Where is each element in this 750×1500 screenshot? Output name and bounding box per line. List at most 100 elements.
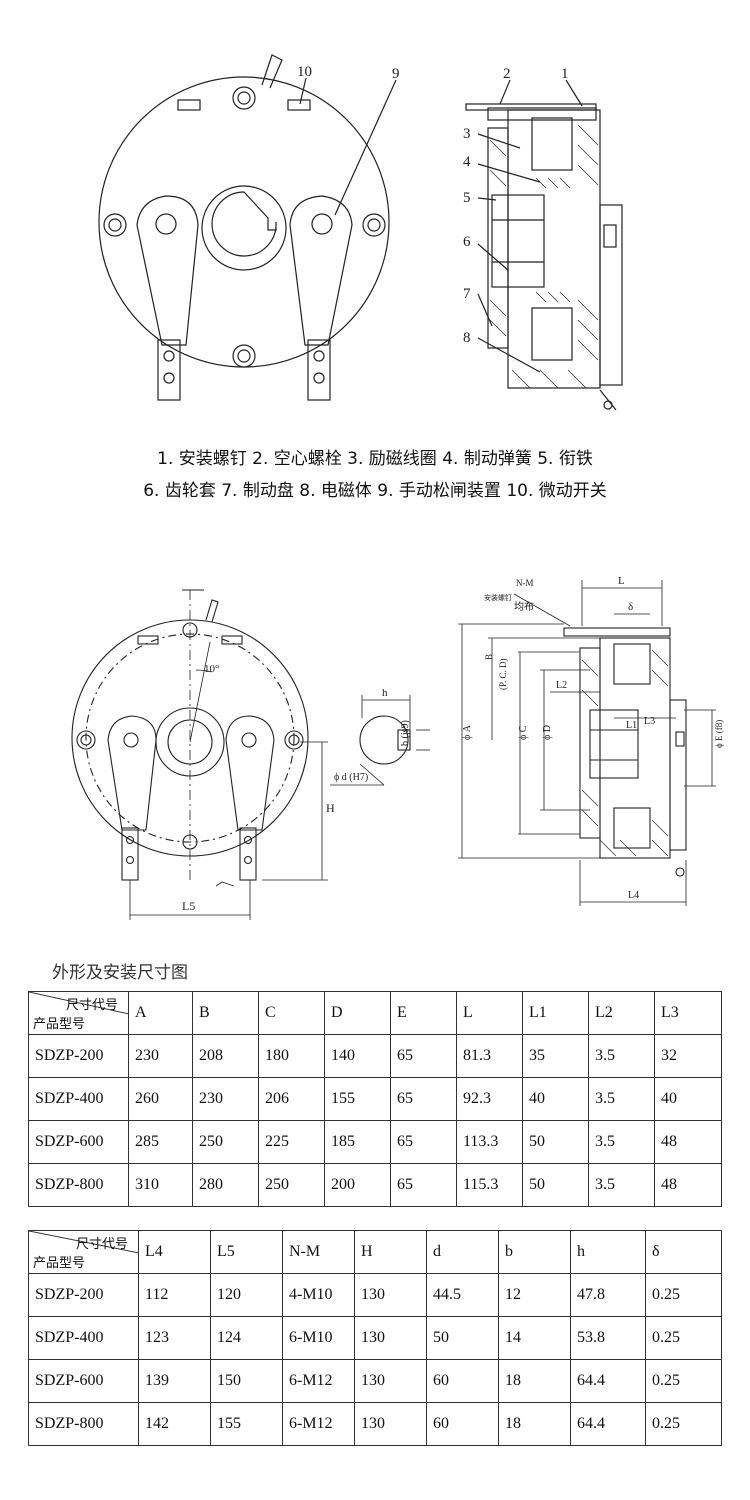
- table-cell: 180: [258, 1034, 325, 1078]
- table-cell: 140: [324, 1034, 391, 1078]
- callout-4: 4: [463, 154, 471, 170]
- phiE-label: ϕ E (f8): [714, 720, 724, 748]
- column-header: L1: [522, 991, 589, 1035]
- table-row: SDZP-400 260 230 206 155 65 92.3 40 3.5 …: [28, 1077, 722, 1121]
- column-header: N-M: [282, 1230, 355, 1274]
- callout-8: 8: [463, 330, 471, 346]
- key-b-label: b (js9): [400, 720, 411, 746]
- table-cell: 18: [498, 1402, 571, 1446]
- header-dimension-code: 尺寸代号: [65, 998, 118, 1013]
- table-cell: 14: [498, 1316, 571, 1360]
- table-cell: 142: [138, 1402, 211, 1446]
- model-cell: SDZP-800: [28, 1402, 139, 1446]
- table-row: SDZP-200 230 208 180 140 65 81.3 35 3.5 …: [28, 1034, 722, 1078]
- table-cell: 40: [522, 1077, 589, 1121]
- table-cell: 206: [258, 1077, 325, 1121]
- callout-2: 2: [503, 66, 511, 82]
- model-cell: SDZP-400: [28, 1316, 139, 1360]
- table-cell: 92.3: [456, 1077, 523, 1121]
- table-cell: 150: [210, 1359, 283, 1403]
- table-header-row: 尺寸代号 产品型号 A B C D E L L1 L2 L3: [28, 991, 722, 1035]
- phiA-label: ϕ A: [462, 724, 473, 740]
- nm-even-label: 均布: [514, 601, 534, 613]
- table-cell: 50: [522, 1163, 589, 1207]
- table-cell: 64.4: [570, 1402, 646, 1446]
- table-cell: 208: [192, 1034, 259, 1078]
- header-product-model: 产品型号: [33, 1256, 86, 1271]
- table-header-row: 尺寸代号 产品型号 L4 L5 N-M H d b h δ: [28, 1230, 722, 1274]
- callout-9: 9: [392, 66, 400, 82]
- model-cell: SDZP-200: [28, 1273, 139, 1317]
- L2-label: L2: [556, 680, 567, 691]
- table-cell: 130: [354, 1316, 427, 1360]
- model-cell: SDZP-600: [28, 1120, 129, 1164]
- table-cell: 35: [522, 1034, 589, 1078]
- header-diagonal-cell: 尺寸代号 产品型号: [28, 1230, 139, 1274]
- table-cell: 65: [390, 1163, 457, 1207]
- table-cell: 130: [354, 1359, 427, 1403]
- table-cell: 0.25: [645, 1359, 722, 1403]
- table-cell: 280: [192, 1163, 259, 1207]
- column-header: L2: [588, 991, 655, 1035]
- delta-label: δ: [628, 601, 633, 613]
- table-cell: 155: [210, 1402, 283, 1446]
- column-header: δ: [645, 1230, 722, 1274]
- column-header: H: [354, 1230, 427, 1274]
- table-cell: 139: [138, 1359, 211, 1403]
- h-left-label: H: [326, 801, 335, 815]
- table-cell: 65: [390, 1077, 457, 1121]
- table-cell: 3.5: [588, 1077, 655, 1121]
- diagonal-line: [29, 1231, 139, 1254]
- parts-drawing: 10 9 2 1 3 4 5 6 7 8: [98, 54, 623, 411]
- table-cell: 65: [390, 1034, 457, 1078]
- phiC-label: ϕ C: [518, 725, 529, 740]
- table-cell: 47.8: [570, 1273, 646, 1317]
- table-cell: 0.25: [645, 1316, 722, 1360]
- phiD-label: ϕ D: [542, 725, 553, 740]
- parts-legend-line-1: 1. 安装螺钉 2. 空心螺栓 3. 励磁线圈 4. 制动弹簧 5. 衔铁: [157, 449, 593, 469]
- table-row: SDZP-600 285 250 225 185 65 113.3 50 3.5…: [28, 1120, 722, 1164]
- column-header: B: [192, 991, 259, 1035]
- table-cell: 60: [426, 1359, 499, 1403]
- callout-1: 1: [561, 66, 569, 82]
- pcd-label: (P. C. D): [498, 658, 508, 690]
- B-label: B: [484, 654, 494, 660]
- table-cell: 12: [498, 1273, 571, 1317]
- L-label: L: [618, 575, 625, 587]
- table-cell: 310: [128, 1163, 193, 1207]
- table-cell: 0.25: [645, 1273, 722, 1317]
- table-cell: 81.3: [456, 1034, 523, 1078]
- column-header: L4: [138, 1230, 211, 1274]
- model-cell: SDZP-200: [28, 1034, 129, 1078]
- parts-legend-line-2: 6. 齿轮套 7. 制动盘 8. 电磁体 9. 手动松闸装置 10. 微动开关: [143, 481, 607, 501]
- table-row: SDZP-800 310 280 250 200 65 115.3 50 3.5…: [28, 1163, 722, 1207]
- table-cell: 0.25: [645, 1402, 722, 1446]
- table-cell: 48: [654, 1120, 722, 1164]
- table-cell: 40: [654, 1077, 722, 1121]
- column-header: h: [570, 1230, 646, 1274]
- key-h-label: h: [382, 687, 388, 699]
- model-cell: SDZP-400: [28, 1077, 129, 1121]
- table-cell: 230: [192, 1077, 259, 1121]
- table-cell: 50: [522, 1120, 589, 1164]
- column-header: A: [128, 991, 193, 1035]
- table-cell: 130: [354, 1402, 427, 1446]
- table-cell: 65: [390, 1120, 457, 1164]
- table-cell: 250: [258, 1163, 325, 1207]
- table-cell: 230: [128, 1034, 193, 1078]
- table-cell: 3.5: [588, 1163, 655, 1207]
- column-header: E: [390, 991, 457, 1035]
- l5-label: L5: [182, 899, 195, 913]
- table-cell: 6-M12: [282, 1402, 355, 1446]
- column-header: C: [258, 991, 325, 1035]
- table-cell: 6-M12: [282, 1359, 355, 1403]
- nm-bolt-label: 安装螺钉: [484, 593, 512, 602]
- column-header: D: [324, 991, 391, 1035]
- key-d-label: ϕ d (H7): [334, 772, 368, 783]
- table-cell: 48: [654, 1163, 722, 1207]
- callout-6: 6: [463, 234, 471, 250]
- header-diagonal-cell: 尺寸代号 产品型号: [28, 991, 129, 1035]
- model-cell: SDZP-800: [28, 1163, 129, 1207]
- table-cell: 225: [258, 1120, 325, 1164]
- table-cell: 3.5: [588, 1120, 655, 1164]
